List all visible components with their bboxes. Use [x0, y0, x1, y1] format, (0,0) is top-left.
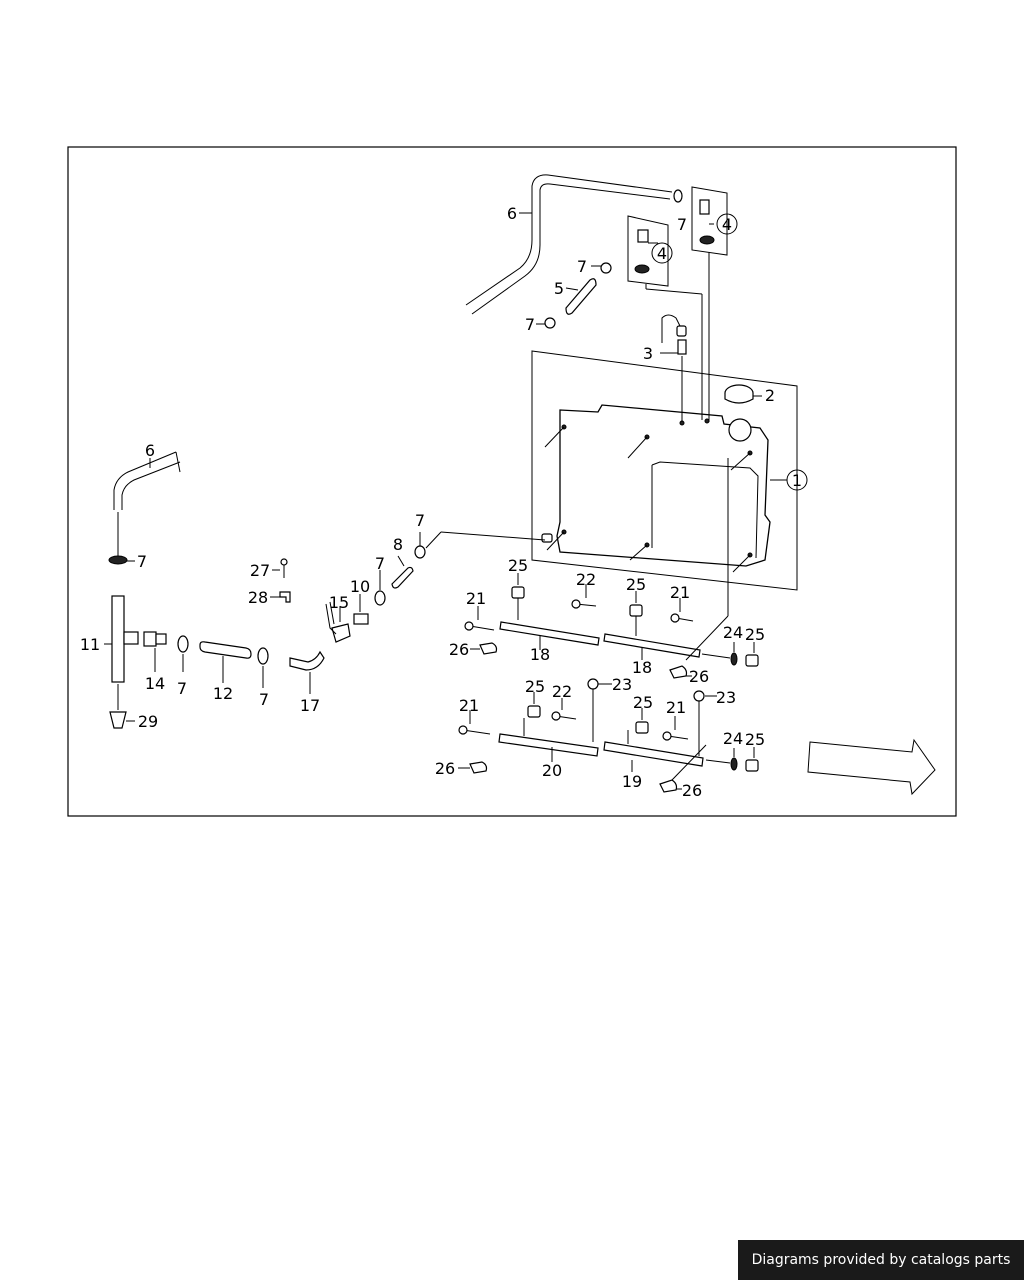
callout-7f: 7 [259, 690, 269, 709]
fitting-box-upper [691, 186, 728, 256]
callout-7g: 7 [375, 554, 385, 573]
callout-26b: 26 [689, 667, 709, 686]
callout-7c: 7 [525, 315, 535, 334]
callout-23b: 23 [716, 688, 736, 707]
callout-11: 11 [80, 635, 100, 654]
fuel-cap-seat [728, 418, 752, 442]
callout-10: 10 [350, 577, 370, 596]
callout-6b: 6 [145, 441, 155, 460]
callout-28: 28 [248, 588, 268, 607]
callout-7b: 7 [577, 257, 587, 276]
callout-20: 20 [542, 761, 562, 780]
callout-26d: 26 [682, 781, 702, 800]
callout-21d: 21 [666, 698, 686, 717]
callout-25a: 25 [508, 556, 528, 575]
elbow-hose [289, 650, 325, 671]
callout-17: 17 [300, 696, 320, 715]
callout-14: 14 [145, 674, 165, 693]
callout-4a: 4 [657, 244, 667, 263]
callout-7e: 7 [177, 679, 187, 698]
callout-8: 8 [393, 535, 403, 554]
callout-1: 1 [792, 471, 802, 490]
callout-3: 3 [643, 344, 653, 363]
hose-8 [391, 566, 414, 589]
callout-7d: 7 [137, 552, 147, 571]
hose-12 [199, 641, 252, 659]
fuel-sender [661, 314, 681, 343]
callout-24b: 24 [723, 729, 743, 748]
callout-26a: 26 [449, 640, 469, 659]
callout-21c: 21 [459, 696, 479, 715]
callout-25f: 25 [745, 730, 765, 749]
callout-5: 5 [554, 279, 564, 298]
strap-19 [603, 741, 704, 767]
callout-23a: 23 [612, 675, 632, 694]
credit-text: Diagrams provided by catalogs parts [751, 1252, 1011, 1268]
callout-29: 29 [138, 712, 158, 731]
callout-18b: 18 [632, 658, 652, 677]
fuel-tank [556, 404, 771, 567]
callout-4b: 4 [722, 215, 732, 234]
callout-19: 19 [622, 772, 642, 791]
strap-18a [499, 621, 600, 646]
credit-banner: Diagrams provided by catalogs parts [738, 1240, 1024, 1280]
callout-7a: 7 [677, 215, 687, 234]
strap-20 [498, 733, 599, 757]
callout-22b: 22 [552, 682, 572, 701]
direction-arrow [807, 738, 936, 796]
callout-7h: 7 [415, 511, 425, 530]
callout-26c: 26 [435, 759, 455, 778]
vent-hose-lower [113, 451, 177, 510]
callout-25c: 25 [745, 625, 765, 644]
diagram-frame [67, 146, 957, 817]
strap-18b [603, 633, 701, 658]
callout-15: 15 [329, 593, 349, 612]
callout-6a: 6 [507, 204, 517, 223]
callout-25d: 25 [525, 677, 545, 696]
fitting-box-lower [627, 215, 669, 287]
callout-21b: 21 [670, 583, 690, 602]
callout-12: 12 [213, 684, 233, 703]
drain-plug [109, 711, 127, 729]
callout-25b: 25 [626, 575, 646, 594]
hose-5 [565, 278, 597, 315]
callout-18a: 18 [530, 645, 550, 664]
callout-21a: 21 [466, 589, 486, 608]
callout-24a: 24 [723, 623, 743, 642]
callout-2: 2 [765, 386, 775, 405]
callout-25e: 25 [633, 693, 653, 712]
fuel-valve [331, 623, 351, 643]
callout-27: 27 [250, 561, 270, 580]
callout-22a: 22 [576, 570, 596, 589]
tee-fitting [111, 595, 125, 683]
